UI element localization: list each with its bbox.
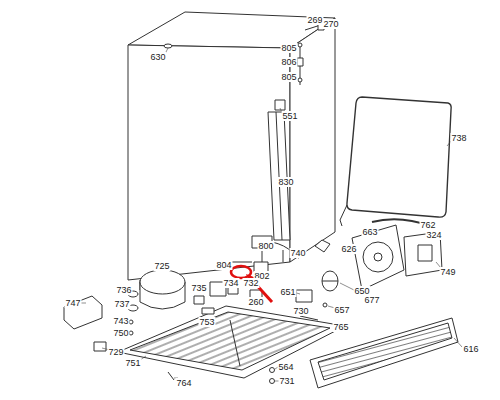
callout-number: 736 [115, 285, 132, 295]
callout-number: 765 [332, 322, 349, 332]
callout-number: 725 [153, 261, 170, 271]
callout-number: 650 [353, 286, 370, 296]
callout-number: 762 [419, 220, 436, 230]
callout-number: 732 [242, 278, 259, 288]
callout-number: 731 [278, 376, 295, 386]
callout-number: 729 [107, 347, 124, 357]
callout-number: 734 [222, 278, 239, 288]
callout-number: 657 [333, 305, 350, 315]
callout-number: 737 [113, 299, 130, 309]
callout-number: 616 [462, 344, 479, 354]
callout-number: 804 [215, 260, 232, 270]
callout-number: 730 [292, 306, 309, 316]
callout-number: 269 [306, 15, 323, 25]
callout-number: 324 [425, 230, 442, 240]
callout-number: 764 [175, 378, 192, 388]
callout-number: 800 [257, 241, 274, 251]
callout-number: 663 [361, 227, 378, 237]
callout-number: 564 [277, 362, 294, 372]
callout-number: 630 [149, 52, 166, 62]
callout-number: 750 [112, 328, 129, 338]
callout-number: 749 [439, 267, 456, 277]
callout-number: 735 [190, 283, 207, 293]
callout-number: 677 [363, 295, 380, 305]
callout-number: 551 [281, 111, 298, 121]
callout-number: 806 [280, 57, 297, 67]
callout-number: 743 [112, 316, 129, 326]
callout-number: 738 [450, 133, 467, 143]
callout-number: 270 [322, 19, 339, 29]
callout-number: 805 [280, 43, 297, 53]
callout-number: 830 [277, 177, 294, 187]
callout-number: 626 [340, 244, 357, 254]
callout-number: 260 [247, 297, 264, 307]
callout-number: 747 [64, 298, 81, 308]
callout-number: 805 [280, 72, 297, 82]
callout-number: 751 [124, 358, 141, 368]
callout-number: 740 [289, 248, 306, 258]
callout-number: 753 [198, 317, 215, 327]
callout-number: 651 [279, 287, 296, 297]
